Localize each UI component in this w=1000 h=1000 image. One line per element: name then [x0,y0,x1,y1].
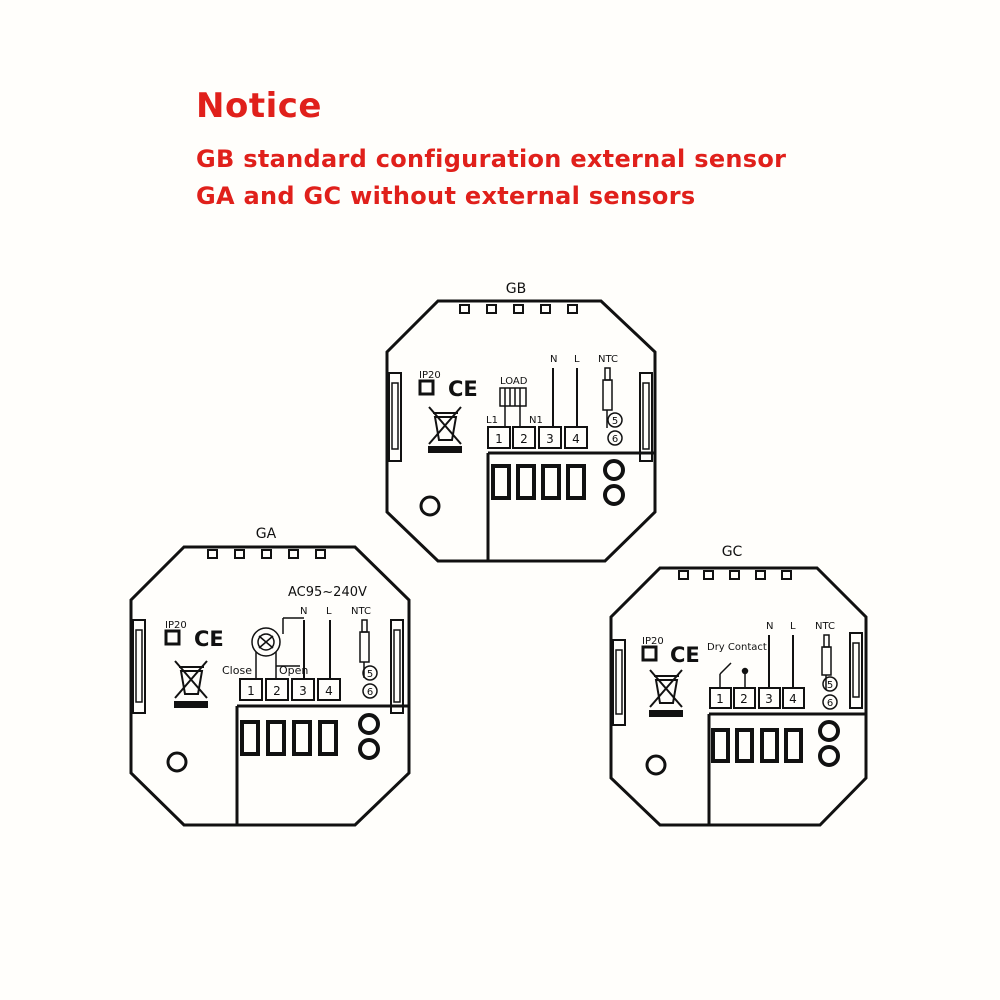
gc-dry-contact-switch-icon [719,662,749,688]
gb-l1-label: L1 [486,415,498,426]
ga-terminal-2: 2 [273,684,281,698]
ga-terminal-5: 5 [367,669,373,680]
ga-ip20-label: IP20 [165,620,187,631]
gb-n-label: N [550,354,557,365]
notice-line-ga-gc: GA and GC without external sensors [196,182,696,210]
gb-lower-connectors [491,459,625,506]
ga-ce-mark-icon: CE [194,627,224,651]
unit-gc: GC IP20 CE Dry Contact N L NTC [609,544,868,827]
gc-terminal-5: 5 [827,680,833,691]
gb-weee-bin-icon [428,406,462,453]
gc-screw-hole-icon [645,754,667,776]
ga-ip20-square-icon [164,629,181,646]
gc-dry-contact-label: Dry Contact [707,642,767,653]
gb-n1-label: N1 [529,415,543,426]
gc-l-label: L [790,621,796,632]
ga-right-clip [390,619,404,714]
ga-left-clip [132,619,146,714]
gb-screw-hole-icon [419,495,441,517]
ga-open-label: Open [279,664,308,677]
notice-title: Notice [196,86,322,126]
gc-ntc-probe-icon [821,634,832,690]
gb-ntc-probe-icon [602,367,613,428]
gb-right-clip [639,372,653,462]
ga-n-label: N [300,606,307,617]
gc-housing [609,566,868,827]
gb-ce-mark-icon: CE [448,377,478,401]
ga-close-label: Close [222,664,252,677]
gb-terminal-6: 6 [612,434,618,445]
gc-left-clip [612,639,626,726]
unit-gc-label: GC [722,544,743,560]
unit-ga-label: GA [256,526,277,542]
gc-ip20-label: IP20 [642,636,664,647]
gb-terminal-2: 2 [520,432,528,446]
ga-weee-bin-icon [174,660,208,708]
ga-valve-actuator-icon [251,617,304,679]
ga-housing [129,545,411,827]
gc-weee-bin-icon [649,669,683,717]
ga-screw-hole-icon [166,751,188,773]
ga-voltage-label: AC95~240V [288,585,367,600]
gb-ip20-square-icon [418,379,435,396]
gb-ip20-label: IP20 [419,370,441,381]
gb-terminal-3: 3 [546,432,554,446]
gb-top-clips [459,304,578,314]
gb-terminal-block [487,426,588,449]
ga-terminal-block [239,678,341,701]
gc-ce-mark-icon: CE [670,643,700,667]
gb-ntc-label: NTC [598,354,618,365]
gb-terminal-5: 5 [612,416,618,427]
gc-terminal-3: 3 [765,692,773,706]
ga-terminal-4: 4 [325,684,333,698]
gb-housing [385,299,657,563]
gc-n-label: N [766,621,773,632]
gc-terminal-2: 2 [740,692,748,706]
ga-sensor-terminals [362,665,378,699]
gc-sensor-terminals [822,676,838,710]
unit-gb: GB IP20 CE LOAD L [385,281,657,563]
ga-l-label: L [326,606,332,617]
unit-ga: GA IP20 CE AC95~240V N L NTC [129,526,411,827]
gc-terminal-block [709,687,805,709]
gb-load-label: LOAD [500,376,528,387]
ga-top-clips [207,549,326,559]
gc-terminal-6: 6 [827,698,833,709]
gc-ntc-label: NTC [815,621,835,632]
gb-l-label: L [574,354,580,365]
gb-load-relay-icon [499,387,527,426]
gb-terminal-4: 4 [572,432,580,446]
ga-lower-connectors [240,713,380,760]
gb-sensor-terminals [607,412,623,446]
ga-terminal-1: 1 [247,684,255,698]
notice-line-gb: GB standard configuration external senso… [196,145,787,173]
gc-terminal-1: 1 [716,692,724,706]
gc-terminal-4: 4 [789,692,797,706]
gc-right-clip [849,632,863,709]
ga-terminal-6: 6 [367,687,373,698]
gc-top-clips [678,570,792,580]
gb-terminal-1: 1 [495,432,503,446]
unit-gb-label: GB [506,281,526,297]
gb-left-clip [388,372,402,462]
gc-ip20-square-icon [641,645,658,662]
ga-terminal-3: 3 [299,684,307,698]
gc-lower-connectors [711,720,840,767]
ga-ntc-label: NTC [351,606,371,617]
